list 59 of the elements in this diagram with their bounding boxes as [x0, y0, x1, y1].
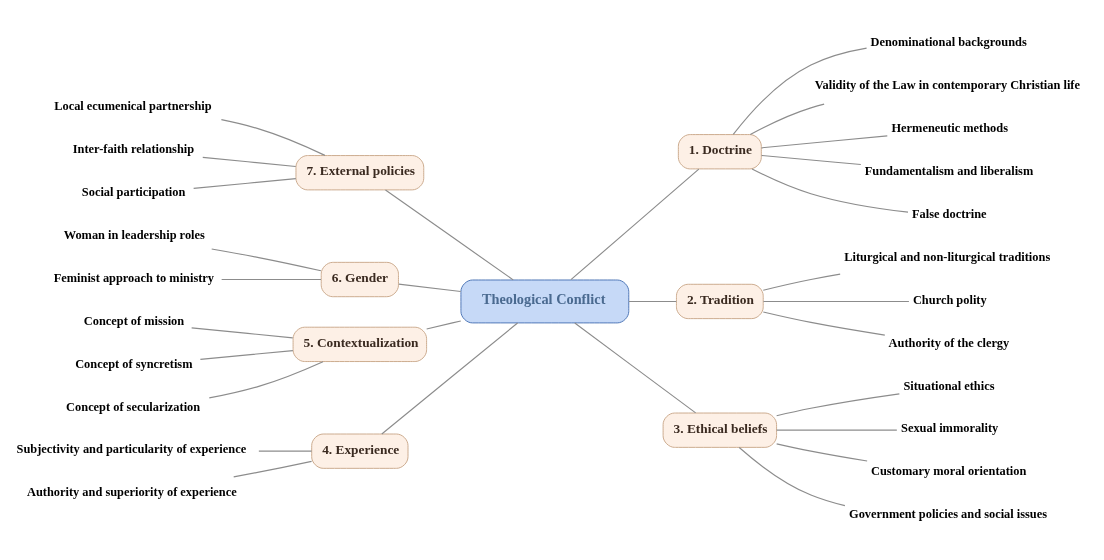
- connector: [762, 273, 841, 291]
- node-text: Concept of mission: [83, 313, 185, 328]
- connector: [738, 446, 846, 507]
- connector: [258, 450, 313, 452]
- node-text: Local ecumenical partnership: [54, 99, 212, 114]
- node-box: 4. Experience: [311, 433, 409, 469]
- node-text: Social participation: [81, 184, 186, 199]
- connector: [762, 311, 886, 336]
- connector: [776, 393, 900, 417]
- connector: [191, 327, 294, 339]
- node-text: Sexual immorality: [901, 421, 999, 436]
- node-box: Theological Conflict: [460, 279, 630, 324]
- connector: [193, 178, 297, 189]
- node-text: Denominational backgrounds: [870, 35, 1027, 50]
- node-text: Customary moral orientation: [870, 464, 1027, 479]
- connector: [221, 278, 322, 281]
- node-box: 1. Doctrine: [677, 134, 762, 170]
- connector: [760, 154, 862, 166]
- node-text: Authority and superiority of experience: [27, 485, 237, 500]
- connector: [570, 168, 700, 281]
- connector: [211, 248, 322, 272]
- node-text: Liturgical and non-liturgical traditions: [844, 249, 1051, 264]
- node-box: 6. Gender: [320, 261, 399, 298]
- node-text: False doctrine: [911, 206, 987, 221]
- connector: [574, 322, 697, 414]
- node-text: Fundamentalism and liberalism: [864, 164, 1034, 179]
- node-text: Authority of the clergy: [888, 335, 1010, 350]
- node-text: Government policies and social issues: [849, 507, 1048, 522]
- connector: [208, 361, 324, 399]
- connector: [202, 156, 297, 168]
- connector: [776, 443, 868, 462]
- connector: [776, 429, 898, 431]
- node-text: Concept of syncretism: [75, 356, 193, 371]
- connector: [398, 283, 462, 293]
- node-box: 5. Contextualization: [292, 326, 428, 362]
- connector: [760, 135, 888, 149]
- node-text: Validity of the Law in contemporary Christian life: [814, 78, 1080, 93]
- node-text: Inter-faith relationship: [72, 142, 195, 157]
- node-text: Situational ethics: [903, 378, 995, 393]
- connector: [199, 350, 294, 360]
- connector: [381, 322, 519, 435]
- node-text: Concept of secularization: [66, 399, 201, 414]
- connector: [426, 320, 462, 330]
- connector: [233, 460, 313, 478]
- connector: [628, 300, 677, 303]
- connector: [749, 103, 825, 136]
- node-text: Church polity: [912, 292, 987, 307]
- connector: [732, 47, 868, 136]
- node-text: Feminist approach to ministry: [53, 270, 215, 285]
- node-text: Woman in leadership roles: [63, 227, 205, 242]
- node-box: 2. Tradition: [675, 283, 764, 320]
- node-text: Hermeneutic methods: [891, 121, 1008, 136]
- connector: [762, 300, 910, 303]
- connector: [384, 189, 514, 281]
- connector: [751, 168, 909, 213]
- node-box: 7. External policies: [295, 155, 425, 191]
- connector: [220, 119, 326, 156]
- node-box: 3. Ethical beliefs: [662, 412, 778, 448]
- node-text: Subjectivity and particularity of experience: [16, 442, 247, 457]
